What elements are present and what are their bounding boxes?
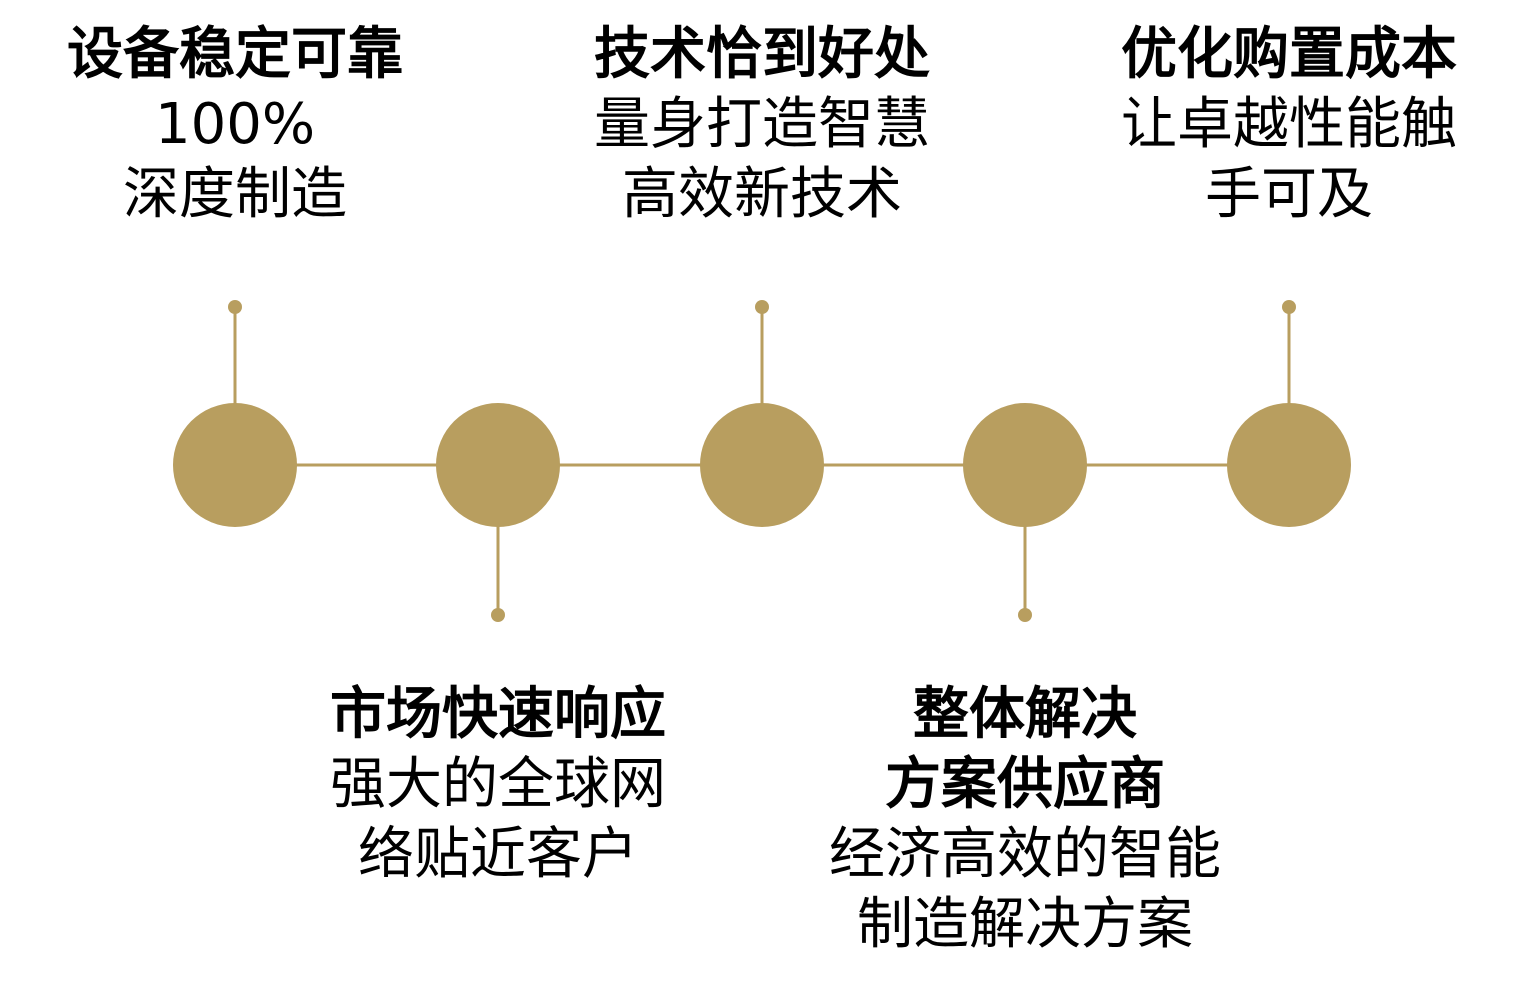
stem-end-dot xyxy=(228,300,242,314)
timeline-node xyxy=(700,403,824,527)
timeline-node xyxy=(436,403,560,527)
node-label-2: 市场快速响应强大的全球网络贴近客户 xyxy=(268,680,728,890)
node-title: 优化购置成本 xyxy=(1121,22,1457,87)
node-description: 手可及 xyxy=(1205,162,1373,227)
stem-end-dot xyxy=(755,300,769,314)
node-description: 量身打造智慧 xyxy=(594,92,930,157)
node-description: 经济高效的智能 xyxy=(829,822,1221,887)
stem-end-dot xyxy=(1018,608,1032,622)
node-title: 设备稳定可靠 xyxy=(67,22,403,87)
timeline-node xyxy=(963,403,1087,527)
node-label-3: 技术恰到好处量身打造智慧高效新技术 xyxy=(532,20,992,230)
stem-end-dot xyxy=(1282,300,1296,314)
node-label-4: 整体解决方案供应商经济高效的智能制造解决方案 xyxy=(795,680,1255,960)
node-description: 让卓越性能触 xyxy=(1121,92,1457,157)
node-description: 制造解决方案 xyxy=(857,892,1193,957)
node-description: 100% xyxy=(154,92,316,157)
node-title: 整体解决 xyxy=(913,682,1137,747)
timeline-node xyxy=(1227,403,1351,527)
node-description: 深度制造 xyxy=(123,162,347,227)
node-title: 市场快速响应 xyxy=(330,682,666,747)
node-description: 高效新技术 xyxy=(622,162,902,227)
stem-end-dot xyxy=(491,608,505,622)
node-title: 技术恰到好处 xyxy=(594,22,930,87)
node-title: 方案供应商 xyxy=(885,752,1165,817)
timeline-node xyxy=(173,403,297,527)
node-description: 强大的全球网 xyxy=(330,752,666,817)
node-description: 络贴近客户 xyxy=(358,822,638,887)
node-label-5: 优化购置成本让卓越性能触手可及 xyxy=(1059,20,1519,230)
